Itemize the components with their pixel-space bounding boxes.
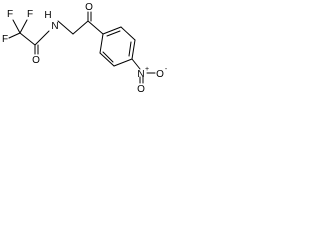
bond-c-f-top-left	[12, 19, 21, 34]
ring-bond-5	[99, 52, 115, 67]
ring-bond-6	[99, 33, 104, 54]
bond-lines	[8, 11, 156, 84]
molecule-structure-diagram: F F F O H N O N + O O -	[2, 2, 168, 93]
bond-c-f-top-right	[19, 19, 28, 34]
bond-n-ch2	[57, 20, 74, 35]
nitro-plus-charge: +	[145, 66, 149, 73]
atom-nitro-oxygen-down: O	[137, 84, 145, 93]
atom-fluorine-top-right: F	[27, 9, 33, 20]
bond-ketone-ring	[87, 20, 104, 35]
bond-carbonyl-n	[34, 30, 50, 46]
atom-amide-oxygen: O	[32, 55, 40, 66]
atom-nitro-oxygen-right: O	[156, 69, 164, 80]
bond-ring-nitro	[131, 58, 141, 70]
atom-labels: F F F O H N O N + O O -	[2, 2, 168, 93]
atom-fluorine-top-left: F	[7, 9, 13, 20]
ring-bond-4	[113, 58, 133, 67]
bond-cf3-carbonyl	[19, 32, 36, 46]
ring-bond-2	[120, 26, 136, 41]
atom-nitro-nitrogen: N	[137, 69, 144, 80]
bond-c-f-left	[8, 32, 21, 39]
ring-inner-bond-b	[128, 41, 132, 57]
ring-inner-bond-a	[106, 30, 121, 37]
ring-bond-1	[102, 26, 122, 35]
bond-ch2-ketone	[72, 20, 89, 35]
atom-ketone-oxygen: O	[85, 2, 93, 13]
nitro-minus-charge: -	[165, 66, 168, 73]
atom-amide-nitrogen: N	[51, 21, 58, 32]
atom-fluorine-left: F	[2, 34, 8, 45]
ring-inner-bond-c	[102, 51, 114, 63]
ring-bond-3	[131, 39, 136, 60]
atom-amide-hydrogen: H	[44, 10, 51, 21]
